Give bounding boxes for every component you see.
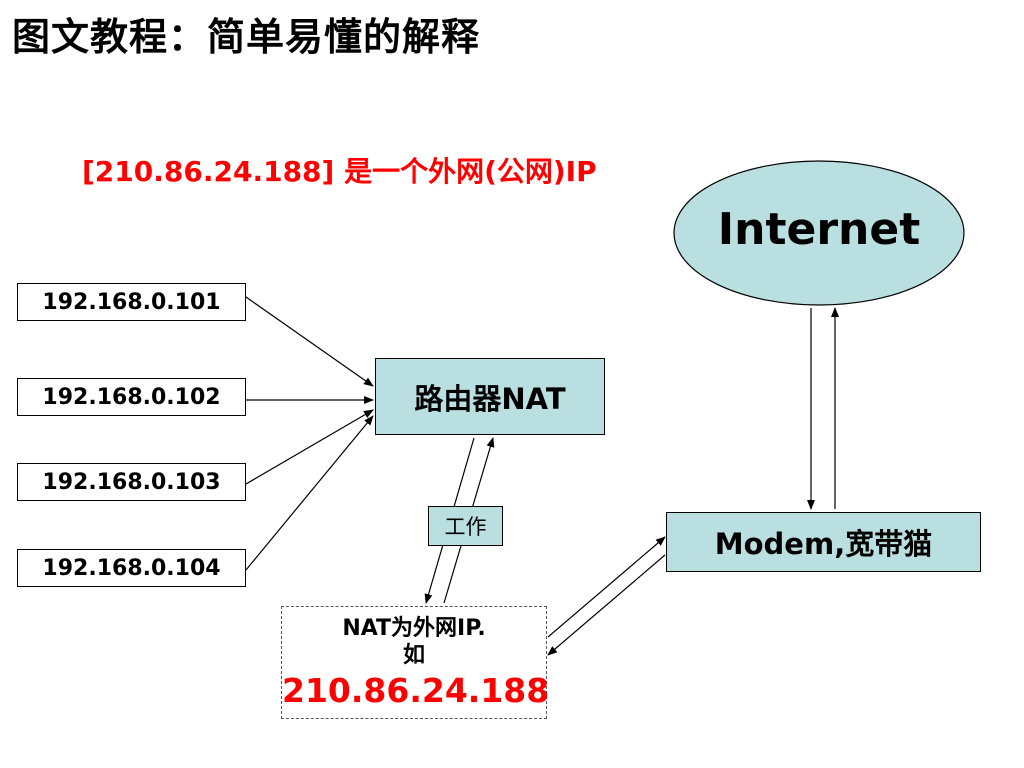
work-label-box: 工作 bbox=[428, 506, 503, 546]
internet-label: Internet bbox=[717, 204, 921, 255]
router-nat-box: 路由器NAT bbox=[375, 358, 605, 435]
nat-description-line: NAT为外网IP. bbox=[342, 616, 486, 641]
public-ip-caption: [210.86.24.188] 是一个外网(公网)IP bbox=[82, 155, 597, 188]
nat-example-label: 如 bbox=[402, 643, 425, 668]
nat-public-ip-box: NAT为外网IP. 如 210.86.24.188 bbox=[281, 606, 550, 719]
local-ip-box-1: 192.168.0.101 bbox=[17, 283, 246, 321]
arrow-modem-to-nat bbox=[547, 554, 666, 656]
page-title: 图文教程：简单易懂的解释 bbox=[12, 15, 481, 59]
arrow-nat-to-modem bbox=[547, 536, 666, 638]
modem-box: Modem,宽带猫 bbox=[666, 512, 981, 572]
local-ip-box-3: 192.168.0.103 bbox=[17, 463, 246, 501]
internet-cloud bbox=[673, 160, 965, 306]
arrow-ip1-to-router bbox=[245, 296, 374, 387]
arrow-ip3-to-router bbox=[245, 409, 374, 485]
local-ip-box-2: 192.168.0.102 bbox=[17, 378, 246, 416]
arrow-ip4-to-router bbox=[245, 415, 374, 571]
local-ip-box-4: 192.168.0.104 bbox=[17, 549, 246, 587]
nat-public-ip-value: 210.86.24.188 bbox=[282, 671, 550, 710]
